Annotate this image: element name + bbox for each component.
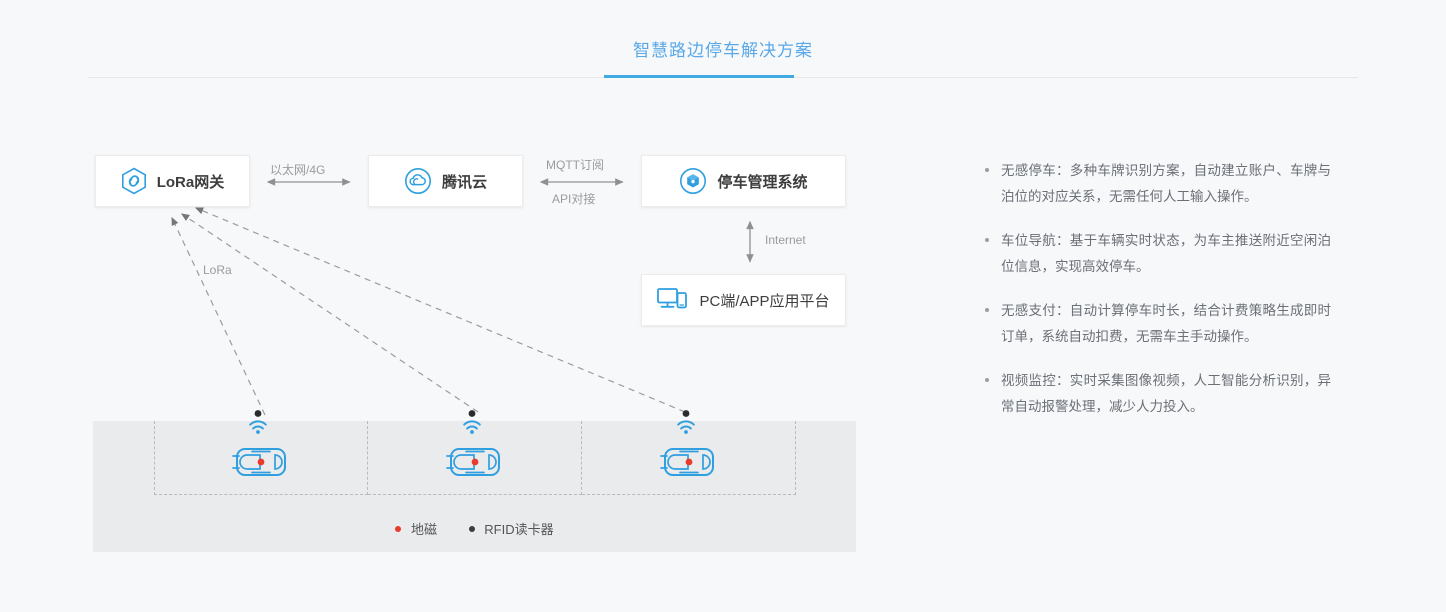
node-label-lora-gateway: LoRa网关 — [156, 173, 225, 191]
legend-label-rfid-reader: RFID读卡器 — [484, 522, 554, 537]
rfid-reader-icon — [455, 409, 495, 439]
connector-label-api-docking: API对接 — [552, 192, 596, 206]
node-tencent-cloud[interactable]: 腾讯云 — [368, 155, 523, 207]
parking-bay — [582, 421, 796, 495]
node-label-parking-management-system: 停车管理系统 — [717, 173, 808, 191]
feature-item-video: 视频监控：实时采集图像视频，人工智能分析识别，异常自动报警处理，减少人力投入。 — [983, 368, 1331, 420]
hexagon-link-icon — [121, 167, 147, 195]
header-active-tab-indicator — [604, 75, 794, 78]
geomagnetic-sensor-dot — [257, 458, 265, 466]
car-icon — [444, 445, 506, 479]
legend-dot-rfid-reader — [468, 525, 475, 532]
parking-bay — [154, 421, 368, 495]
feature-item-parking: 无感停车：多种车牌识别方案，自动建立账户、车牌与泊位的对应关系，无需任何人工输入… — [983, 158, 1331, 210]
connector-label-internet: Internet — [765, 233, 806, 247]
architecture-diagram: 以太网/4G MQTT订阅 API对接 Internet LoRa LoRa网关… — [95, 155, 846, 416]
car-icon — [230, 445, 292, 479]
legend-label-geomagnetic: 地磁 — [411, 522, 438, 537]
bullet-icon — [985, 308, 989, 312]
node-label-pc-app-platform: PC端/APP应用平台 — [699, 292, 830, 310]
cube-circle-icon — [679, 167, 707, 195]
connector-label-lora: LoRa — [203, 263, 232, 277]
bullet-icon — [985, 168, 989, 172]
node-parking-management-system[interactable]: 停车管理系统 — [641, 155, 846, 207]
cloud-icon — [404, 167, 432, 195]
legend-dot-geomagnetic — [395, 525, 402, 532]
parking-stall-2 — [368, 410, 582, 495]
legend-item-geomagnetic: 地磁 — [395, 519, 437, 538]
node-label-tencent-cloud: 腾讯云 — [441, 173, 487, 191]
bullet-icon — [985, 238, 989, 242]
connector-layer — [171, 178, 754, 416]
connector-label-ethernet-4g: 以太网/4G — [270, 163, 326, 177]
connector-lora-links — [171, 207, 686, 416]
parking-stall-3 — [582, 410, 796, 495]
geomagnetic-sensor-dot — [685, 458, 693, 466]
feature-text: 无感停车：多种车牌识别方案，自动建立账户、车牌与泊位的对应关系，无需任何人工输入… — [1001, 163, 1331, 204]
feature-text: 视频监控：实时采集图像视频，人工智能分析识别，异常自动报警处理，减少人力投入。 — [1001, 373, 1331, 414]
page-header: 智慧路边停车解决方案 — [0, 0, 1446, 80]
rfid-reader-icon — [669, 409, 709, 439]
page-title: 智慧路边停车解决方案 — [633, 41, 813, 60]
rfid-reader-icon — [241, 409, 281, 439]
node-lora-gateway[interactable]: LoRa网关 — [95, 155, 250, 207]
feature-list: 无感停车：多种车牌识别方案，自动建立账户、车牌与泊位的对应关系，无需任何人工输入… — [983, 158, 1331, 438]
parking-bay — [368, 421, 582, 495]
parking-stall-1 — [154, 410, 368, 495]
parking-lot-panel: 地磁 RFID读卡器 — [93, 410, 856, 552]
feature-item-payment: 无感支付：自动计算停车时长，结合计费策略生成即时订单，系统自动扣费，无需车主手动… — [983, 298, 1331, 350]
car-icon — [658, 445, 720, 479]
feature-text: 无感支付：自动计算停车时长，结合计费策略生成即时订单，系统自动扣费，无需车主手动… — [1001, 303, 1331, 344]
bullet-icon — [985, 378, 989, 382]
monitor-phone-icon — [657, 287, 689, 313]
feature-item-navigation: 车位导航：基于车辆实时状态，为车主推送附近空闲泊位信息，实现高效停车。 — [983, 228, 1331, 280]
geomagnetic-sensor-dot — [471, 458, 479, 466]
legend-item-rfid-reader: RFID读卡器 — [468, 519, 554, 538]
feature-text: 车位导航：基于车辆实时状态，为车主推送附近空闲泊位信息，实现高效停车。 — [1001, 233, 1331, 274]
connector-label-mqtt-subscribe: MQTT订阅 — [546, 158, 604, 172]
parking-legend: 地磁 RFID读卡器 — [93, 519, 856, 538]
node-pc-app-platform[interactable]: PC端/APP应用平台 — [641, 274, 846, 326]
